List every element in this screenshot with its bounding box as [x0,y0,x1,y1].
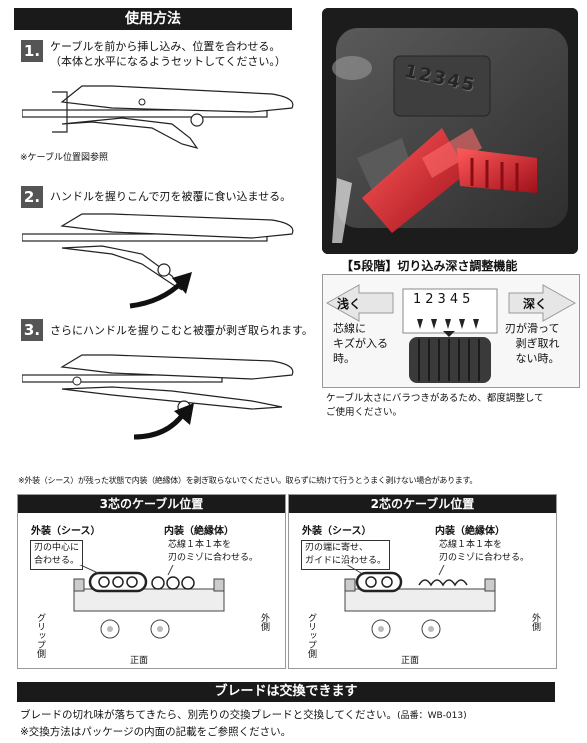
adjust-left-desc: 芯線に キズが入る 時。 [333,322,388,365]
step-3-number: 3. [21,319,43,341]
adjust-digits: 12345 [413,292,475,307]
page-title: 使用方法 [125,11,181,27]
blade-line-2: ※交換方法はパッケージの内面の記載をご参照ください。 [20,726,292,738]
adjust-title: 【5段階】切り込み深さ調整機能 [341,259,518,273]
right-front: 正面 [401,656,420,666]
step-1-number: 1. [21,40,43,62]
right-outer-desc: 刃の端に寄せ、 ガイドに沿わせる。 [301,540,391,570]
adjust-panel: 浅く 深く 12345 芯線に キズが入る 時。 刃が滑って 剥ぎ取れ ない時。 [322,274,580,388]
blade-header: ブレードは交換できます [214,684,358,699]
left-front: 正面 [130,656,149,666]
right-cable-diagram [344,565,496,639]
dial-photo: 12345 [322,8,578,254]
blade-line-1: ブレードの切れ味が落ちてきたら、別売りの交換ブレードと交換してください。(品番：… [20,709,467,721]
warning-note: ※外装（シース）が残った状態で内装（絶縁体）を剥ぎ取らないでください。取らずに続… [18,476,478,485]
left-outer-side: 外側 [259,613,269,631]
cable-reference-note: ※ケーブル位置図参照 [20,153,109,163]
left-grip-side: グリップ側 [35,613,45,658]
cable-panel-3core: 3芯のケーブル位置 外装（シース） 刃の中心に 合わせる。 内装（絶縁体） 芯線… [17,494,286,669]
right-grip-side: グリップ側 [306,613,316,658]
cable-panel-3core-header: 3芯のケーブル位置 [18,495,285,513]
step-3-tool-illustration [22,354,294,440]
adjust-note: ケーブル太さにバラつきがあるため、都度調整して ご使用ください。 [326,393,544,418]
left-cable-diagram [73,565,225,639]
blade-header-bar: ブレードは交換できます [17,682,555,702]
cable-panel-2core: 2芯のケーブル位置 外装（シース） 刃の端に寄せ、 ガイドに沿わせる。 内装（絶… [288,494,557,669]
step-2-number: 2. [21,186,43,208]
left-outer-title: 外装（シース） [31,526,101,537]
adjust-right-desc: 刃が滑って 剥ぎ取れ ない時。 [505,322,560,365]
adjust-deep-label: 深く [523,297,548,311]
left-inner-title: 内装（絶縁体） [164,526,234,537]
step-1-text: ケーブルを前から挿し込み、位置を合わせる。 （本体と水平になるようセットしてくだ… [50,40,286,68]
left-outer-desc: 刃の中心に 合わせる。 [30,540,84,570]
adjust-shallow-label: 浅く [337,297,362,311]
dial-photo-drawing [322,8,578,254]
step-1-tool-illustration [22,85,294,150]
right-outer-side: 外側 [530,613,540,631]
right-inner-desc: 芯線１本１本を 刃のミゾに合わせる。 [439,540,530,563]
cable-panel-2core-header: 2芯のケーブル位置 [289,495,556,513]
step-2-tool-illustration [22,213,294,309]
left-inner-desc: 芯線１本１本を 刃のミゾに合わせる。 [168,540,259,563]
step-2-text: ハンドルを握りこんで刃を被覆に食い込ませる。 [50,190,292,203]
adjust-arrows [325,284,577,383]
right-inner-title: 内装（絶縁体） [435,526,505,537]
right-outer-title: 外装（シース） [302,526,372,537]
step-3-text: さらにハンドルを握りこむと被覆が剥ぎ取られます。 [50,324,313,337]
header-bar: 使用方法 [14,8,292,30]
